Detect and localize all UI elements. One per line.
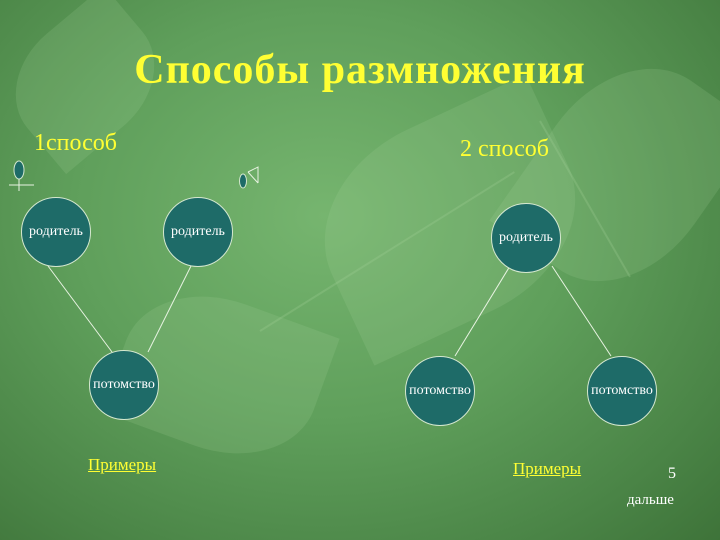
method-1-label: 1способ bbox=[34, 130, 117, 156]
connector-line bbox=[551, 265, 612, 357]
parent-node: родитель bbox=[21, 197, 91, 267]
offspring-node: потомство bbox=[405, 356, 475, 426]
examples-link-2[interactable]: Примеры bbox=[513, 459, 582, 478]
node-label: родитель bbox=[29, 224, 83, 239]
female-symbol-icon bbox=[9, 160, 34, 191]
parent-node: родитель bbox=[491, 203, 561, 273]
examples-link-1[interactable]: Примеры bbox=[88, 455, 157, 474]
page-number: 5 bbox=[668, 465, 676, 482]
connector-line bbox=[454, 265, 511, 357]
slide-title: Способы размножения bbox=[134, 47, 586, 93]
offspring-node: потомство bbox=[587, 356, 657, 426]
node-label: родитель bbox=[171, 224, 225, 239]
node-label: потомство bbox=[591, 383, 653, 398]
connector-line bbox=[47, 265, 113, 353]
offspring-node: потомство bbox=[89, 350, 159, 420]
node-label: родитель bbox=[499, 230, 553, 245]
connector-line bbox=[147, 265, 192, 353]
male-symbol-icon bbox=[239, 166, 259, 189]
next-button[interactable]: дальше bbox=[627, 492, 674, 508]
node-label: потомство bbox=[409, 383, 471, 398]
method-2-label: 2 способ bbox=[460, 136, 549, 162]
parent-node: родитель bbox=[163, 197, 233, 267]
node-label: потомство bbox=[93, 377, 155, 392]
